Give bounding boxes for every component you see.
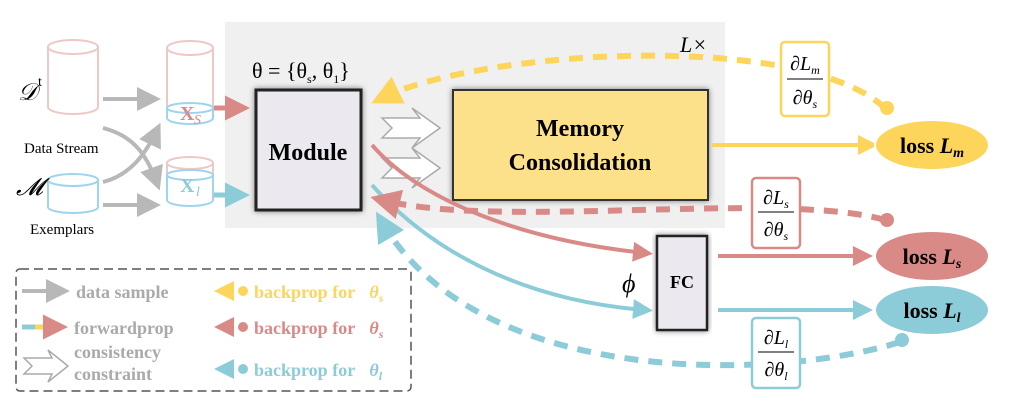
backprop-dot-l [895, 333, 909, 347]
xl-sub: l [196, 185, 200, 200]
fc-box [655, 234, 709, 332]
consistency-arrows [380, 107, 442, 189]
gradient-m: ∂Lm ∂θs [779, 40, 831, 118]
svg-text:constraint: constraint [74, 364, 152, 384]
module-label: Module [269, 140, 348, 166]
svg-text:consistency: consistency [74, 342, 161, 362]
xs-cylinder [166, 40, 214, 125]
exemplars-symbol: 𝓜 [16, 175, 50, 201]
svg-text:∂θs: ∂θs [793, 87, 818, 111]
exemplars-cylinder [47, 173, 99, 214]
xl-label: X [180, 175, 195, 197]
loss-s: loss Ls [874, 230, 990, 282]
loss-m: loss Lm [874, 119, 990, 171]
svg-text:∂θl: ∂θl [764, 359, 788, 383]
backprop-dot-s [880, 213, 894, 227]
legend: data sample forwardprop consistency cons… [15, 268, 412, 392]
svg-text:∂Ll: ∂Ll [764, 327, 789, 351]
data-stream-label: Data Stream [24, 141, 99, 157]
data-stream-sup: t [38, 75, 42, 90]
svg-text:forwardprop: forwardprop [74, 318, 174, 338]
svg-text:backprop for θl: backprop for θl [254, 360, 383, 383]
gradient-l: ∂Ll ∂θl [750, 316, 802, 390]
module-box [254, 88, 363, 212]
svg-text:∂θs: ∂θs [764, 219, 789, 243]
backprop-dot-m [880, 101, 894, 115]
data-stream-cylinder [47, 39, 99, 115]
exemplars-label: Exemplars [30, 222, 94, 238]
gradient-s: ∂Ls ∂θs [750, 176, 802, 250]
svg-text:loss Ls: loss Ls [903, 244, 962, 272]
memory-consolidation-box [452, 89, 709, 201]
svg-text:backprop for θs: backprop for θs [254, 318, 384, 341]
repeat-label: L× [679, 32, 707, 57]
theta-label: θ = {θs, θ1} [252, 58, 350, 86]
data-sample-arrows [102, 87, 163, 217]
forward-arrow-fc-s [370, 143, 653, 262]
memory-line2: Consolidation [509, 150, 652, 176]
svg-text:data sample: data sample [76, 282, 169, 302]
svg-text:loss Ll: loss Ll [903, 298, 960, 326]
xs-sub: S [194, 113, 201, 128]
svg-text:∂Lm: ∂Lm [790, 53, 820, 77]
xs-label: X [180, 103, 195, 125]
backprop-arrow-l [375, 211, 901, 369]
backprop-arrow-m [371, 52, 888, 111]
fc-label: FC [670, 272, 694, 292]
svg-text:loss Lm: loss Lm [900, 133, 964, 161]
xl-cylinder [166, 156, 214, 207]
memory-line1: Memory [536, 116, 624, 142]
loss-l: loss Ll [874, 284, 990, 336]
phi-label: ϕ [622, 269, 635, 298]
svg-text:backprop for θs: backprop for θs [254, 282, 384, 305]
backprop-arrow-s [370, 189, 886, 223]
svg-text:∂Ls: ∂Ls [763, 187, 789, 211]
